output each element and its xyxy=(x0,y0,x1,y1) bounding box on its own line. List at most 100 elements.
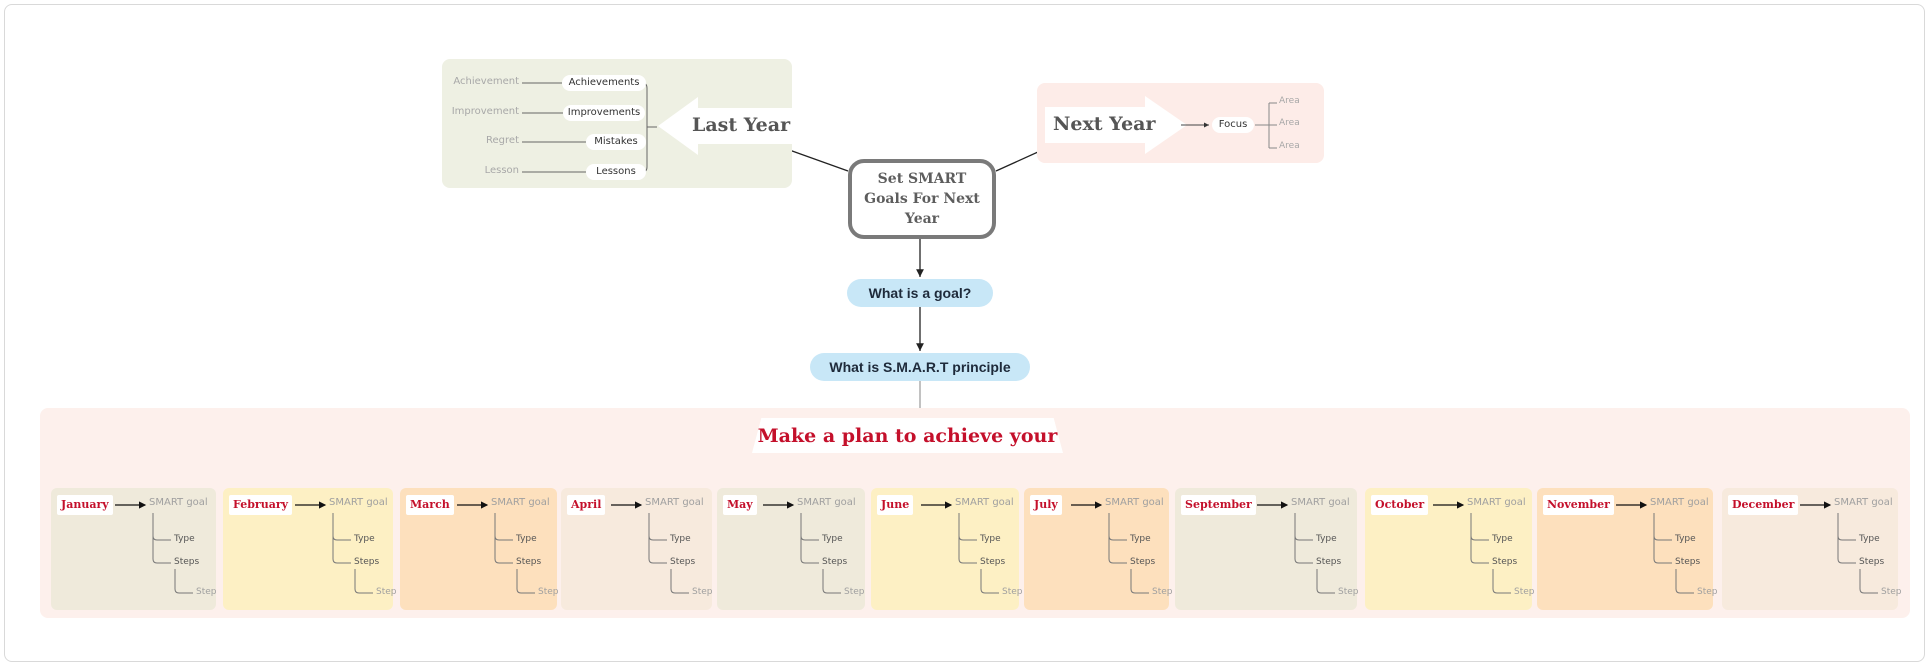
month-connectors xyxy=(1616,501,1694,594)
steps-node: Steps xyxy=(174,557,200,567)
steps-node: Steps xyxy=(1492,557,1518,567)
month-connectors xyxy=(763,501,841,594)
month-name: September xyxy=(1181,495,1256,515)
central-topic: Set SMART Goals For Next Year xyxy=(848,159,996,239)
step-node: Step xyxy=(1881,587,1902,597)
smart-goal-node: SMART goal xyxy=(955,497,1014,508)
month-connectors xyxy=(1800,501,1878,594)
type-node: Type xyxy=(1675,534,1696,544)
steps-node: Steps xyxy=(670,557,696,567)
step-node: Step xyxy=(376,587,397,597)
smart-principle-node: What is S.M.A.R.T principle xyxy=(810,353,1030,381)
type-node: Type xyxy=(822,534,843,544)
month-name: January xyxy=(57,495,113,515)
smart-goal-node: SMART goal xyxy=(1834,497,1893,508)
month-name: December xyxy=(1728,495,1799,515)
last-year-note: Regret xyxy=(486,135,519,146)
type-node: Type xyxy=(1492,534,1513,544)
month-connectors xyxy=(1257,501,1335,594)
month-connectors xyxy=(1433,501,1511,594)
month-connectors xyxy=(115,501,193,594)
what-is-goal-node: What is a goal? xyxy=(847,279,993,307)
focus-area: Area xyxy=(1279,141,1300,151)
focus-node: Focus xyxy=(1212,117,1254,133)
step-node: Step xyxy=(1002,587,1023,597)
steps-node: Steps xyxy=(1859,557,1885,567)
steps-node: Steps xyxy=(1316,557,1342,567)
next-year-arrow-shape xyxy=(1045,96,1187,154)
smart-goal-node: SMART goal xyxy=(797,497,856,508)
last-year-item: Lessons xyxy=(586,164,646,180)
steps-node: Steps xyxy=(516,557,542,567)
month-connectors xyxy=(921,501,999,594)
step-node: Step xyxy=(844,587,865,597)
steps-node: Steps xyxy=(822,557,848,567)
smart-goal-node: SMART goal xyxy=(149,497,208,508)
type-node: Type xyxy=(354,534,375,544)
type-node: Type xyxy=(980,534,1001,544)
step-node: Step xyxy=(538,587,559,597)
last-year-item: Improvements xyxy=(563,105,645,121)
smart-goal-node: SMART goal xyxy=(1650,497,1709,508)
last-year-note: Lesson xyxy=(484,165,519,176)
last-year-title: Last Year xyxy=(692,114,791,136)
smart-goal-node: SMART goal xyxy=(1291,497,1350,508)
smart-goal-node: SMART goal xyxy=(1467,497,1526,508)
month-name: May xyxy=(723,495,757,515)
type-node: Type xyxy=(174,534,195,544)
last-year-item: Mistakes xyxy=(586,134,646,150)
month-name: March xyxy=(406,495,454,515)
step-node: Step xyxy=(1152,587,1173,597)
smart-goal-node: SMART goal xyxy=(329,497,388,508)
type-node: Type xyxy=(670,534,691,544)
type-node: Type xyxy=(1130,534,1151,544)
smart-goal-node: SMART goal xyxy=(645,497,704,508)
step-node: Step xyxy=(692,587,713,597)
month-name: July xyxy=(1030,495,1062,515)
steps-node: Steps xyxy=(1130,557,1156,567)
last-year-note: Improvement xyxy=(451,106,519,117)
steps-node: Steps xyxy=(354,557,380,567)
type-node: Type xyxy=(1859,534,1880,544)
type-node: Type xyxy=(516,534,537,544)
next-year-title: Next Year xyxy=(1053,113,1156,135)
month-name: November xyxy=(1543,495,1614,515)
step-node: Step xyxy=(1338,587,1359,597)
month-name: February xyxy=(229,495,293,515)
focus-area: Area xyxy=(1279,118,1300,128)
plan-title: Make a plan to achieve your goals xyxy=(752,418,1063,453)
type-node: Type xyxy=(1316,534,1337,544)
month-connectors xyxy=(457,501,535,594)
month-name: October xyxy=(1371,495,1429,515)
step-node: Step xyxy=(1697,587,1718,597)
smart-goal-node: SMART goal xyxy=(1105,497,1164,508)
step-node: Step xyxy=(1514,587,1535,597)
step-node: Step xyxy=(196,587,217,597)
steps-node: Steps xyxy=(980,557,1006,567)
month-connectors xyxy=(611,501,689,594)
month-name: June xyxy=(877,495,914,515)
last-year-note: Achievement xyxy=(453,76,519,87)
month-connectors xyxy=(295,501,373,594)
focus-area: Area xyxy=(1279,96,1300,106)
month-name: April xyxy=(567,495,606,515)
month-connectors xyxy=(1071,501,1149,594)
last-year-item: Achievements xyxy=(562,75,646,91)
smart-goal-node: SMART goal xyxy=(491,497,550,508)
last-year-arrow-shape xyxy=(658,97,794,155)
steps-node: Steps xyxy=(1675,557,1701,567)
